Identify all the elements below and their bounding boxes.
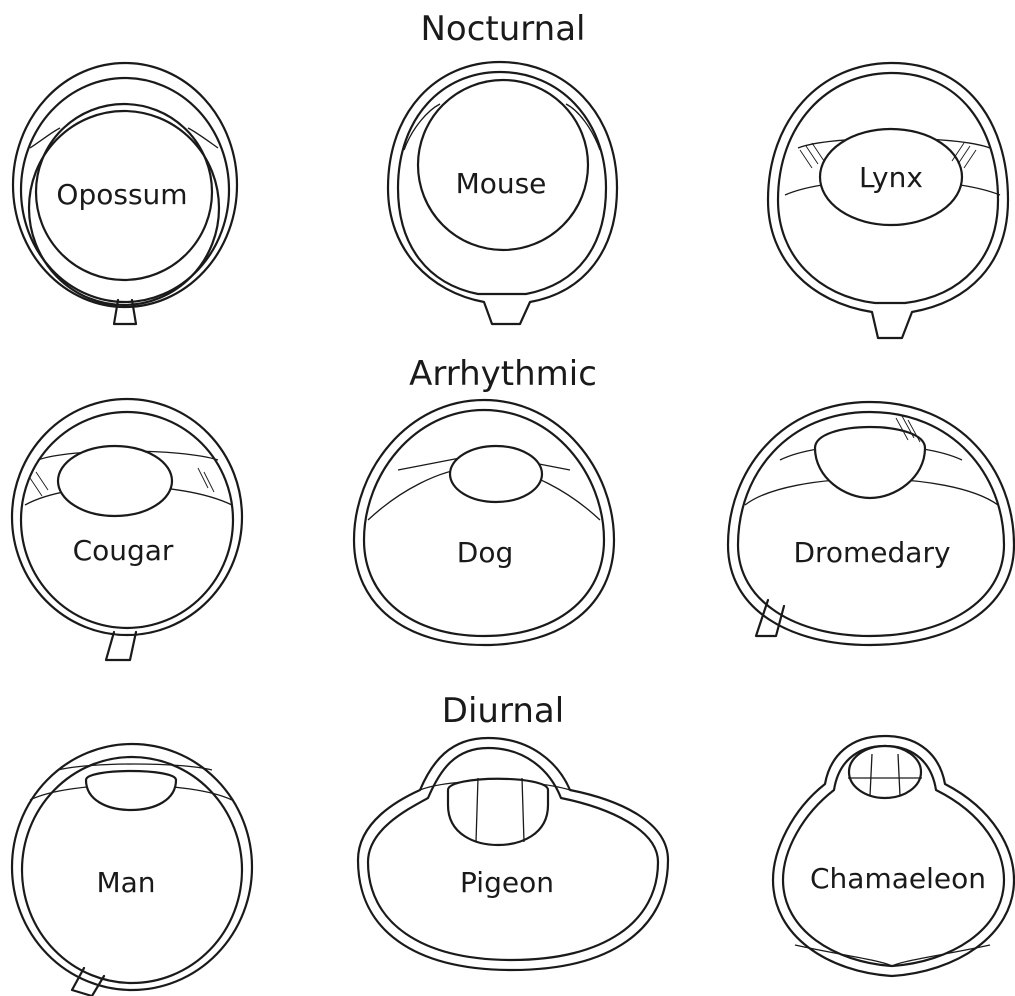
eye-label-mouse: Mouse [456,167,547,200]
eye-dromedary: Dromedary [728,402,1014,645]
eye-chamaeleon: Chamaeleon [773,736,1014,976]
eye-label-cougar: Cougar [73,534,174,567]
eye-label-pigeon: Pigeon [460,866,554,899]
group-heading-arrhythmic: Arrhythmic [409,354,597,394]
sclera-outer [358,738,668,970]
eye-label-lynx: Lynx [859,161,923,194]
eye-pigeon: Pigeon [358,738,668,970]
eye-dog: Dog [354,400,614,645]
eye-man: Man [12,744,252,996]
optic-nerve [756,600,784,636]
sclera-inner [364,410,604,636]
lens [448,779,548,845]
sclera-outer [354,400,614,645]
eye-label-chamaeleon: Chamaeleon [810,862,986,895]
eye-mouse: Mouse [388,62,617,324]
sclera-outer [12,399,242,635]
lens [450,446,542,502]
eye-label-opossum: Opossum [56,178,187,211]
optic-nerve [106,632,136,660]
lens [86,771,176,810]
group-heading-diurnal: Diurnal [442,691,564,731]
eye-cougar: Cougar [12,399,242,660]
eye-label-dromedary: Dromedary [793,536,950,569]
fundus-line [795,945,990,966]
lens [815,427,925,498]
lens [849,746,921,798]
lens [418,80,588,250]
lens [58,446,172,516]
group-heading-nocturnal: Nocturnal [420,9,585,49]
eye-opossum: Opossum [13,63,237,324]
sclera-inner [21,412,233,628]
eye-lynx: Lynx [768,63,1008,338]
optic-nerve [114,300,136,324]
eye-label-man: Man [96,866,155,899]
eye-label-dog: Dog [457,536,513,569]
